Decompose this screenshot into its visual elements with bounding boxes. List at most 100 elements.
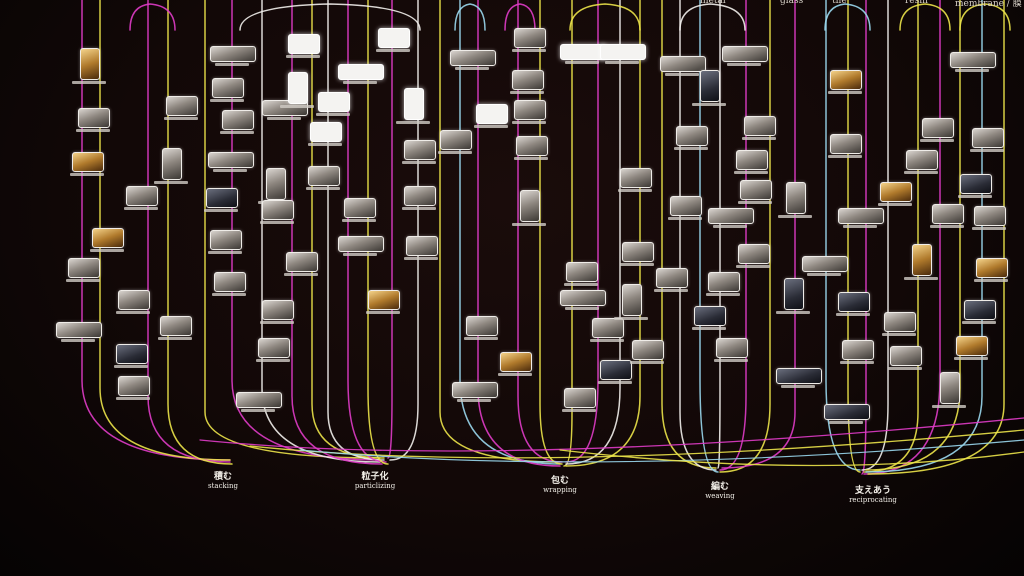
connection-line	[299, 439, 1024, 463]
building-thumbnail	[842, 340, 874, 360]
thumbnail-caption-bar	[668, 217, 702, 220]
building-thumbnail	[404, 140, 436, 160]
building-thumbnail	[262, 100, 308, 116]
thumbnail-caption-bar	[692, 103, 726, 106]
thumbnail-caption-bar	[66, 279, 100, 282]
building-thumbnail	[310, 122, 342, 142]
thumbnail-caption-bar	[878, 203, 912, 206]
thumbnail-caption-bar	[210, 99, 244, 102]
thumbnail-caption-bar	[215, 63, 249, 66]
connection-line	[865, 0, 983, 473]
building-thumbnail	[708, 208, 754, 224]
thumbnail-caption-bar	[260, 321, 294, 324]
thumbnail-caption-bar	[280, 105, 314, 108]
thumbnail-caption-bar	[402, 161, 436, 164]
category-particlizing-en: particlizing	[354, 482, 396, 491]
thumbnail-caption-bar	[164, 117, 198, 120]
building-thumbnail	[744, 116, 776, 136]
thumbnail-caption-bar	[888, 367, 922, 370]
thumbnail-caption-bar	[778, 215, 812, 218]
thumbnail-caption-bar	[565, 307, 599, 310]
thumbnail-caption-bar	[904, 277, 938, 280]
thumbnail-caption-bar	[158, 337, 192, 340]
building-thumbnail	[318, 92, 350, 112]
thumbnail-caption-bar	[72, 81, 106, 84]
connection-line	[717, 0, 721, 469]
building-thumbnail	[118, 290, 150, 310]
category-wrapping: 包む wrapping	[515, 476, 605, 494]
thumbnail-caption-bar	[70, 173, 104, 176]
building-thumbnail	[166, 96, 198, 116]
thumbnail-caption-bar	[510, 91, 544, 94]
connection-line	[679, 3, 746, 31]
thumbnail-caption-bar	[727, 63, 761, 66]
thumbnail-caption-bar	[738, 201, 772, 204]
thumbnail-caption-bar	[438, 151, 472, 154]
connection-line	[389, 0, 419, 461]
building-thumbnail	[308, 166, 340, 186]
connection-line	[559, 449, 1024, 467]
thumbnail-caption-bar	[598, 381, 632, 384]
building-thumbnail	[740, 180, 772, 200]
connection-line	[347, 0, 387, 463]
thumbnail-caption-bar	[962, 321, 996, 324]
connection-line	[504, 3, 536, 31]
building-thumbnail	[708, 272, 740, 292]
connection-line	[863, 0, 919, 473]
building-thumbnail	[830, 134, 862, 154]
thumbnail-caption-bar	[204, 209, 238, 212]
building-thumbnail	[68, 258, 100, 278]
building-thumbnail	[262, 200, 294, 220]
connection-line	[719, 0, 747, 471]
category-stacking-en: stacking	[208, 482, 238, 491]
thumbnail-caption-bar	[212, 293, 246, 296]
building-thumbnail	[632, 340, 664, 360]
thumbnail-caption-bar	[930, 225, 964, 228]
connection-line	[539, 0, 563, 465]
thumbnail-caption-bar	[376, 49, 410, 52]
building-thumbnail	[956, 336, 988, 356]
building-thumbnail	[964, 300, 996, 320]
building-thumbnail	[514, 28, 546, 48]
connection-line	[311, 0, 385, 459]
building-thumbnail	[476, 104, 508, 124]
thumbnail-caption-bar	[590, 339, 624, 342]
thumbnail-caption-bar	[734, 171, 768, 174]
connection-line	[661, 0, 717, 469]
thumbnail-caption-bar	[124, 207, 158, 210]
thumbnail-caption-bar	[630, 361, 664, 364]
building-thumbnail	[126, 186, 158, 206]
connection-line	[565, 0, 641, 467]
building-thumbnail	[738, 244, 770, 264]
thumbnail-caption-bar	[457, 399, 491, 402]
thumbnail-caption-bar	[260, 221, 294, 224]
thumbnail-caption-bar	[512, 49, 546, 52]
building-thumbnail	[258, 338, 290, 358]
building-thumbnail	[450, 50, 496, 66]
thumbnail-caption-bar	[256, 359, 290, 362]
thumbnail-caption-bar	[114, 365, 148, 368]
category-wrapping-en: wrapping	[543, 486, 577, 495]
thumbnail-caption-bar	[402, 207, 436, 210]
thumbnail-caption-bar	[220, 131, 254, 134]
building-thumbnail	[660, 56, 706, 72]
building-thumbnail	[338, 64, 384, 80]
connection-line	[129, 3, 176, 31]
building-thumbnail	[922, 118, 954, 138]
building-thumbnail	[802, 256, 848, 272]
thumbnail-caption-bar	[213, 169, 247, 172]
thumbnail-caption-bar	[306, 187, 340, 190]
building-thumbnail	[210, 230, 242, 250]
building-thumbnail	[214, 272, 246, 292]
thumbnail-caption-bar	[286, 55, 320, 58]
thumbnail-caption-bar	[241, 409, 275, 412]
building-thumbnail	[906, 150, 938, 170]
building-thumbnail	[950, 52, 996, 68]
building-thumbnail	[116, 344, 148, 364]
building-thumbnail	[236, 392, 282, 408]
building-thumbnail	[960, 174, 992, 194]
connection-line	[291, 0, 383, 465]
building-thumbnail	[118, 376, 150, 396]
category-particlizing: 粒子化 particlizing	[330, 472, 420, 490]
thumbnail-caption-bar	[498, 373, 532, 376]
